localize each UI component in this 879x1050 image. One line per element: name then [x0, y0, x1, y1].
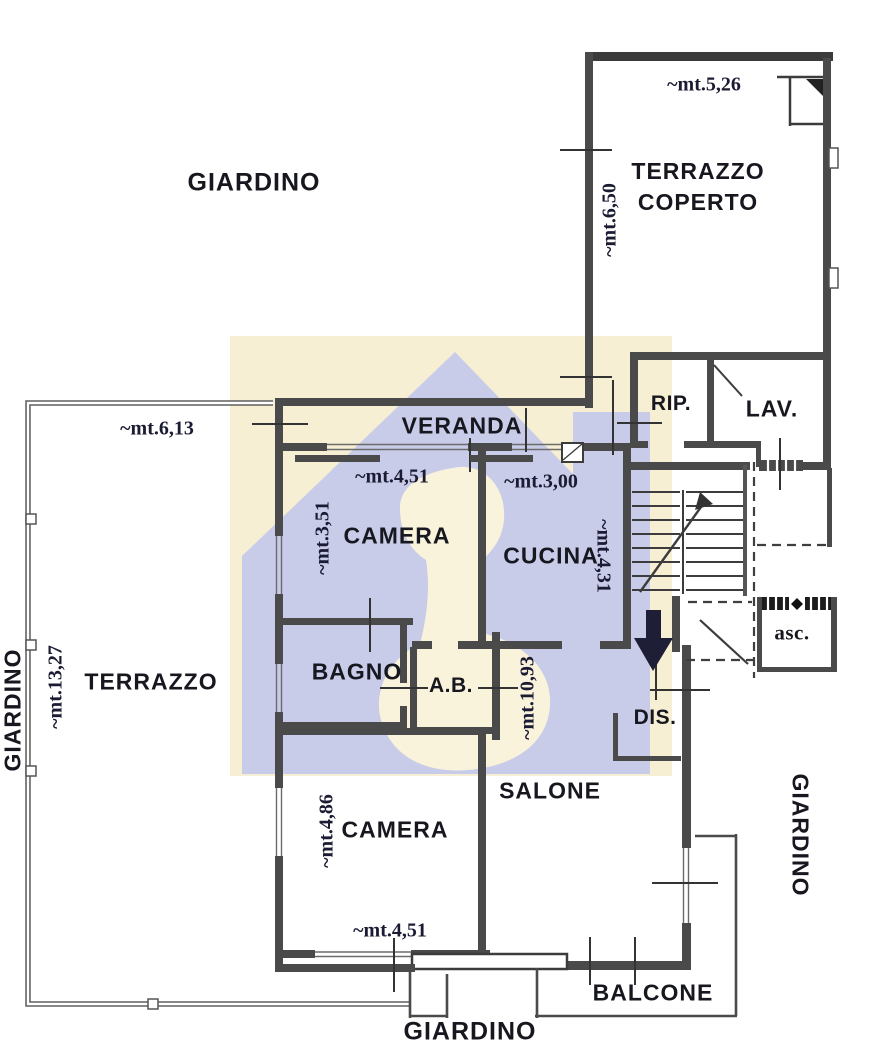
dim-terrazzo-coperto-height: ~mt.6,50 [598, 183, 621, 257]
room-label-ripostiglio: RIP. [650, 392, 692, 415]
area-label-balcone: BALCONE [592, 979, 714, 1006]
terrazzo-coperto-line1: TERRAZZO [631, 158, 765, 184]
watermark-house-logo [230, 336, 672, 776]
terrazzo-coperto-line2: COPERTO [637, 189, 759, 215]
dim-cucina-width: ~mt.3,00 [504, 470, 578, 493]
area-label-terrazzo: TERRAZZO [84, 668, 218, 695]
room-label-ascensore: asc. [774, 620, 810, 645]
elevator-box [757, 597, 837, 672]
stairwell [628, 462, 832, 678]
dim-cucina-height: ~mt.4,31 [592, 519, 615, 593]
area-label-terrazzo-coperto: TERRAZZO COPERTO [631, 156, 764, 218]
entrance-arrow [634, 610, 673, 671]
area-label-veranda: VERANDA [401, 412, 523, 439]
room-label-camera-top: CAMERA [343, 522, 451, 549]
room-label-antibagno: A.B. [429, 674, 473, 697]
dim-camera-bottom-width: ~mt.4,51 [353, 919, 427, 942]
area-label-giardino-right: GIARDINO [787, 773, 814, 897]
dim-terrazzo-width: ~mt.6,13 [120, 417, 194, 440]
room-label-bagno: BAGNO [311, 658, 403, 685]
area-label-giardino-bottom: GIARDINO [403, 1017, 537, 1046]
dim-interior-depth: ~mt.10,93 [516, 656, 539, 740]
dim-camera-bottom-height: ~mt.4,86 [315, 794, 338, 868]
salone-walls [283, 596, 718, 971]
room-label-cucina: CUCINA [503, 542, 599, 569]
dim-camera-top-height: ~mt.3,51 [311, 501, 334, 575]
room-label-lavanderia: LAV. [745, 395, 799, 422]
room-label-salone: SALONE [499, 777, 601, 804]
room-label-camera-bottom: CAMERA [341, 816, 449, 843]
terrazzo-boundary [25, 400, 410, 1010]
balcone-garden-lines [275, 834, 738, 1018]
area-label-giardino-top: GIARDINO [187, 168, 321, 197]
dim-terrazzo-height: ~mt.13,27 [44, 645, 67, 729]
area-label-giardino-left: GIARDINO [0, 648, 26, 772]
rip-lav-walls [630, 352, 831, 490]
room-label-disimpegno: DIS. [633, 706, 677, 729]
dim-terrazzo-coperto-width: ~mt.5,26 [667, 73, 741, 96]
camera-cucina-walls [283, 450, 631, 652]
dim-camera-top-width: ~mt.4,51 [355, 465, 429, 488]
terrazzo-coperto-walls [560, 52, 839, 470]
